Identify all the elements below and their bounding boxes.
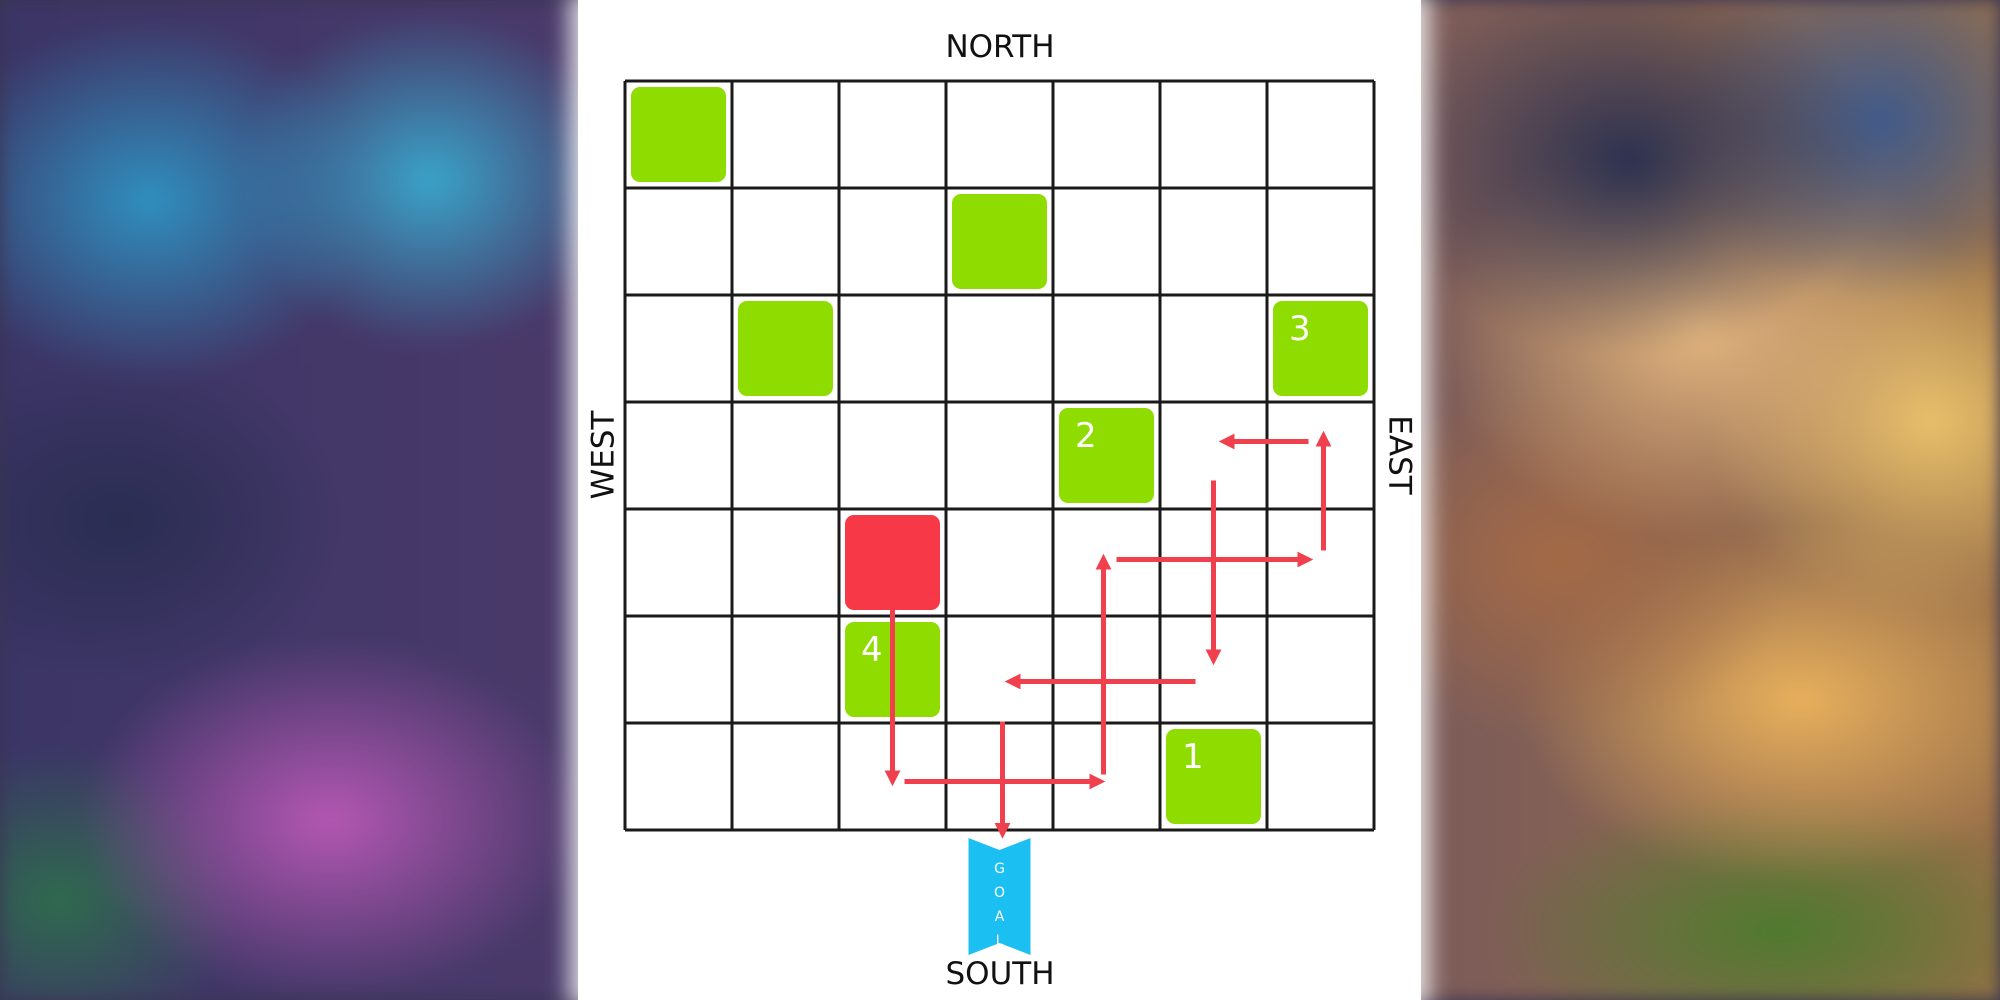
compass-label-north: NORTH: [0, 32, 2000, 63]
green-tile-body: [738, 301, 833, 396]
green-tile-body: [1273, 301, 1368, 396]
green-tile[interactable]: [631, 87, 726, 182]
compass-label-south: SOUTH: [0, 959, 2000, 990]
tile-number: 3: [1289, 309, 1311, 349]
green-tile-body: [631, 87, 726, 182]
red-block[interactable]: [845, 515, 940, 610]
green-tile-body: [1166, 729, 1261, 824]
tiles: 3 2 4 1: [631, 87, 1368, 824]
tile-number: 4: [861, 630, 883, 670]
goal-letter: G: [994, 861, 1005, 877]
goal-banner: [968, 838, 1031, 955]
solution-path: [884, 430, 1332, 839]
green-tile-body: [1059, 408, 1154, 503]
green-tile[interactable]: [952, 194, 1047, 289]
north-text: NORTH: [945, 29, 1055, 65]
goal-letter: O: [994, 885, 1005, 901]
grid: [623, 79, 1376, 832]
green-tile[interactable]: [738, 301, 833, 396]
goal-letter: A: [995, 909, 1005, 925]
green-tile-body: [952, 194, 1047, 289]
tile-number: 1: [1182, 737, 1204, 777]
green-tile-2[interactable]: 2: [1059, 408, 1154, 503]
green-tile-1[interactable]: 1: [1166, 729, 1261, 824]
goal-letter: L: [996, 933, 1004, 949]
green-tile-3[interactable]: 3: [1273, 301, 1368, 396]
tile-number: 2: [1075, 416, 1097, 456]
south-text: SOUTH: [945, 956, 1055, 992]
